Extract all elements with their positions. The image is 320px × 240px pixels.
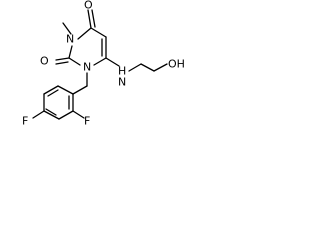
bond-ar-cf-left [32,110,45,119]
atom-amine-hydrogen: H [118,65,126,78]
bond-n3-methyl [62,22,72,35]
bond-n1-c2 [68,57,81,66]
hydroxypropylamino-chain [105,57,168,72]
atom-nitrogen-methyl: N [66,33,74,46]
bond-ar-2 [58,110,74,120]
bond-c4-c5 [90,27,107,38]
bond-c2-c3 [153,63,168,72]
atom-fluorine-left: F [22,115,28,128]
bond-ar-cf-right [72,110,85,119]
atom-amine-nitrogen: N [118,76,126,89]
bond-c6-n1 [93,57,107,66]
bond-ar-3 [43,110,60,120]
bond-ar-6 [57,85,74,95]
chemical-structure-diagram: O N O N H N OH F F [22,0,185,128]
atom-oxygen-top: O [84,0,93,12]
bond-ar-double-2 [45,108,57,116]
bond-ar-5 [43,85,59,95]
atom-nitrogen-benzyl: N [83,61,91,74]
bond-ar-double-3 [47,89,59,97]
bond-nh-c1 [128,63,142,72]
bond-c2-o2 [55,57,70,61]
difluorophenyl-ring [32,85,85,120]
bond-c4-o4-double [91,9,96,28]
bond-c2-n3 [68,45,73,59]
pyrimidine-ring [55,9,107,66]
bond-ch2-ring [72,85,88,95]
atom-fluorine-right: F [84,115,90,128]
atom-oxygen-left: O [40,55,49,68]
bond-c6-nh [105,57,120,67]
atom-hydroxyl: OH [168,58,185,71]
bond-c2-o2-double [55,61,69,65]
bond-c1-c2 [140,63,155,72]
bond-c4-n3 [77,27,92,40]
bond-c4-o4 [87,9,92,29]
